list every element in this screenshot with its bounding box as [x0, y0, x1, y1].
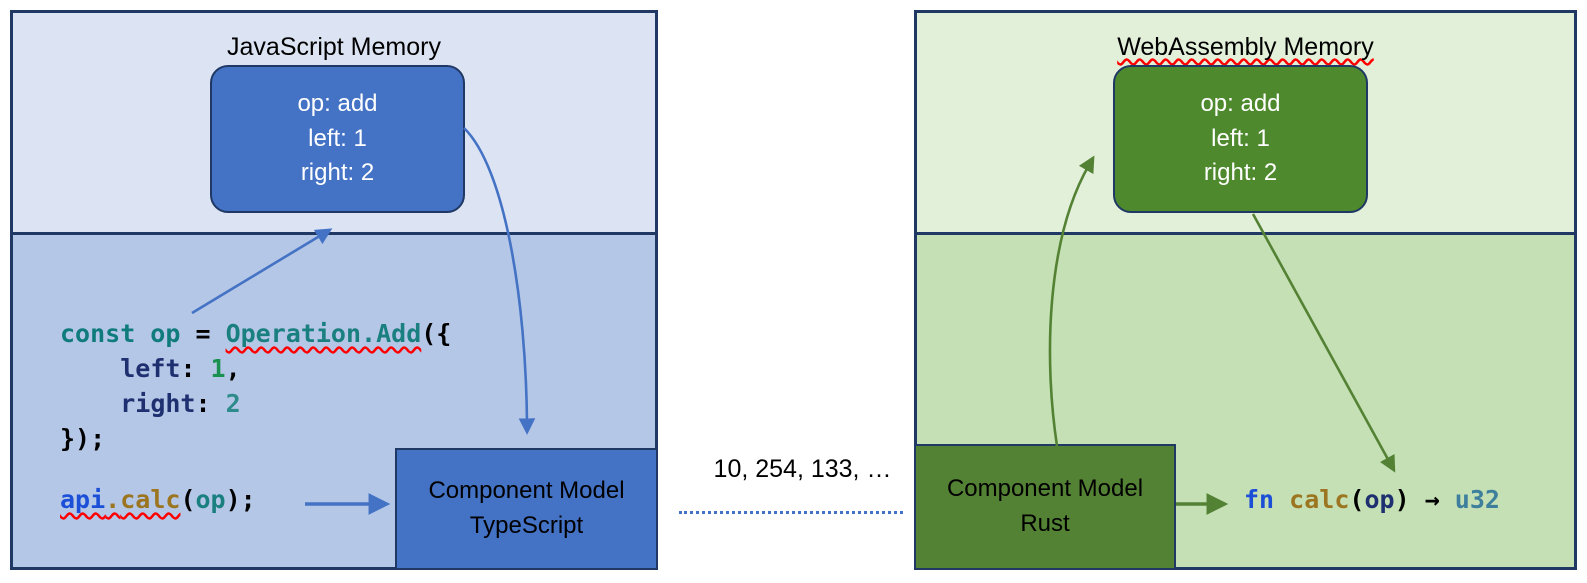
- webassembly-memory-title: WebAssembly Memory: [917, 35, 1574, 60]
- js-code-const-op: const op: [60, 319, 181, 348]
- cm-ts-line2: TypeScript: [469, 512, 584, 539]
- js-code-close: });: [60, 424, 106, 453]
- js-code-operation-add: Operation.Add: [225, 319, 422, 348]
- js-code-open-brace: ({: [421, 319, 452, 348]
- component-model-typescript-box: Component Model TypeScript: [395, 448, 658, 570]
- js-code-indent-1: [60, 354, 120, 383]
- js-record-line-op: op: add: [297, 89, 378, 117]
- js-call-api: api: [60, 485, 106, 514]
- js-code-prop-left: left: [120, 354, 181, 383]
- js-call-arg: op: [195, 485, 226, 514]
- js-call-open-paren: (: [180, 485, 196, 514]
- wasm-record-line-left: left: 1: [1211, 124, 1270, 152]
- rust-open-paren: (: [1349, 485, 1365, 514]
- js-call-fn: calc: [120, 485, 181, 514]
- js-code-colon-2: :: [195, 389, 226, 418]
- webassembly-memory-title-text: WebAssembly Memory: [1117, 33, 1374, 61]
- wasm-record-box: op: add left: 1 right: 2: [1113, 65, 1368, 213]
- cm-rust-line2: Rust: [1020, 510, 1070, 537]
- js-code-value-1: 1: [210, 354, 226, 383]
- rust-signature-line: fn calc(op) → u32: [1244, 485, 1500, 514]
- js-record-line-right: right: 2: [300, 159, 375, 187]
- cm-rust-line1: Component Model: [946, 475, 1144, 503]
- rust-close-paren: ): [1394, 485, 1410, 514]
- cm-ts-line1: Component Model: [428, 477, 625, 505]
- js-call-dot: .: [105, 485, 121, 514]
- js-code-equals: =: [180, 319, 226, 348]
- rust-space: [1274, 485, 1289, 514]
- javascript-call-line: api.calc(op);: [60, 485, 256, 514]
- rust-keyword-fn: fn: [1244, 485, 1275, 514]
- rust-arg: op: [1364, 485, 1395, 514]
- js-code-prop-right: right: [120, 389, 196, 418]
- webassembly-memory-lower-panel: [914, 232, 1577, 570]
- js-code-value-2: 2: [225, 389, 241, 418]
- js-record-line-left: left: 1: [308, 124, 367, 152]
- rust-fn-name: calc: [1289, 485, 1350, 514]
- javascript-code-block: const op = Operation.Add({ left: 1, righ…: [60, 316, 451, 456]
- js-record-box: op: add left: 1 right: 2: [210, 65, 465, 213]
- rust-arrow-glyph: →: [1409, 485, 1455, 514]
- js-call-close-paren: );: [225, 485, 256, 514]
- js-code-indent-2: [60, 389, 120, 418]
- serialized-bytes-label: 10, 254, 133, …: [713, 455, 892, 483]
- js-code-comma: ,: [225, 354, 241, 383]
- wasm-record-line-op: op: add: [1200, 89, 1281, 117]
- rust-return-type: u32: [1454, 485, 1500, 514]
- js-code-colon-1: :: [180, 354, 211, 383]
- wasm-record-line-right: right: 2: [1203, 159, 1278, 187]
- serialized-bytes-dotted-line: [679, 511, 903, 514]
- javascript-memory-title: JavaScript Memory: [227, 33, 441, 61]
- component-model-rust-box: Component Model Rust: [914, 444, 1176, 570]
